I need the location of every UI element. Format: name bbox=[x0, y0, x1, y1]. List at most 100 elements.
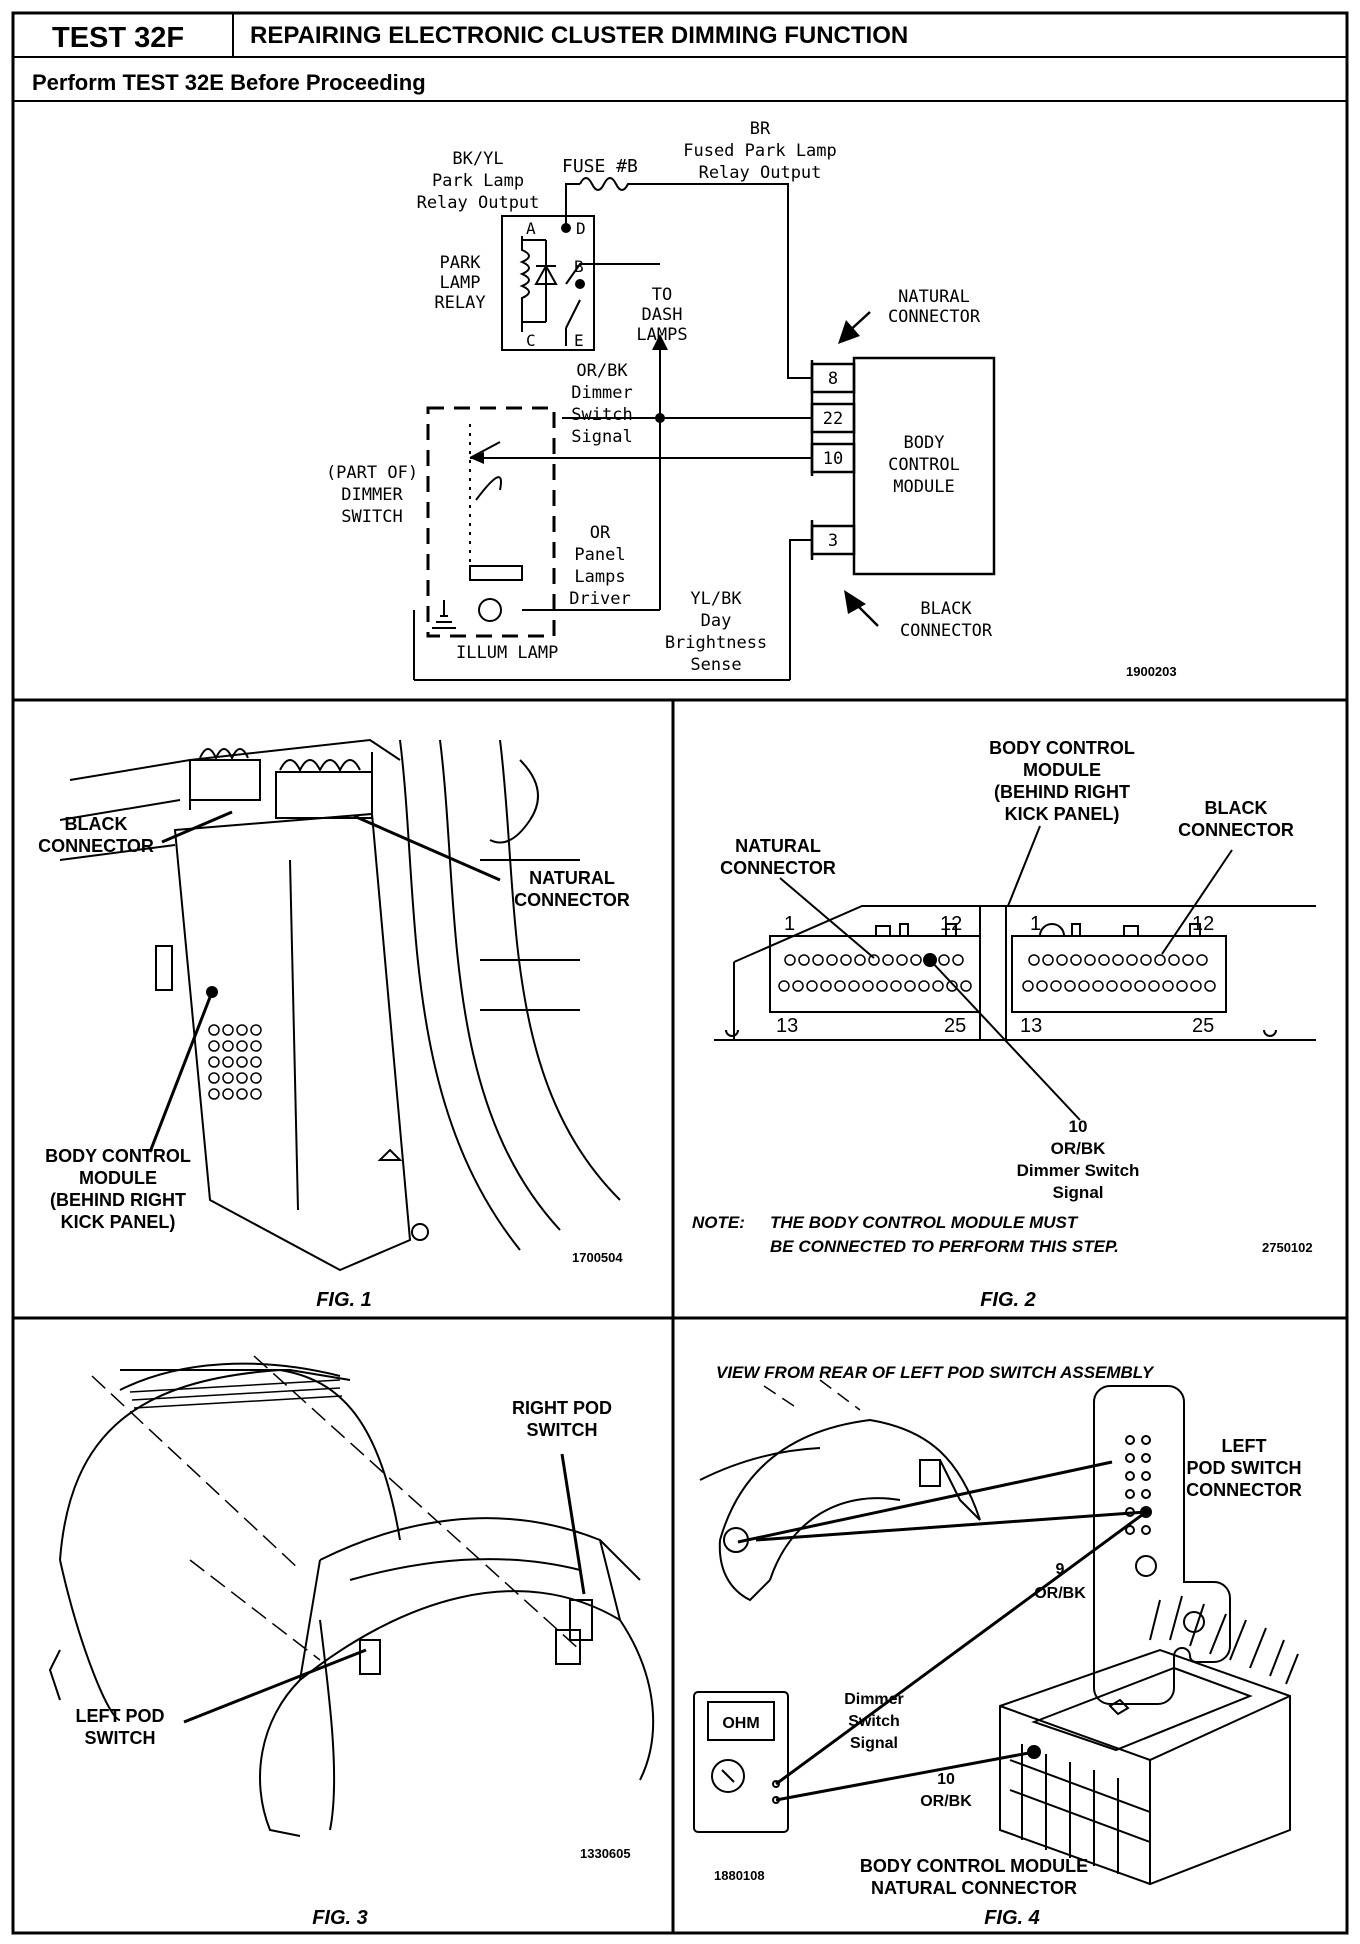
fig2-pin-number: 13 bbox=[1020, 1015, 1042, 1037]
body-control-module-block bbox=[810, 356, 996, 576]
dimmer-switch-label: (PART OF) bbox=[326, 463, 418, 483]
fig1-module-illustration bbox=[59, 738, 621, 1272]
bkyl-wire-label: BK/YL bbox=[452, 149, 503, 169]
fig2-black-connector-pins bbox=[1022, 954, 1216, 992]
relay-pin-e: E bbox=[574, 331, 584, 350]
wiring-schematic: FUSE #B BR Fused Park Lamp Relay Output … bbox=[326, 119, 1177, 681]
dash-lamps-label: TO bbox=[652, 285, 672, 305]
fig4-bcm-connector-illustration bbox=[999, 1595, 1299, 1886]
fig1-caption: FIG. 1 bbox=[316, 1289, 372, 1311]
fig1-bcm-label: KICK PANEL) bbox=[61, 1212, 176, 1232]
fig1-bcm-label: MODULE bbox=[79, 1168, 157, 1188]
fig2-natural-connector-label: CONNECTOR bbox=[720, 858, 836, 878]
relay-pin-b: B bbox=[574, 257, 584, 276]
br-wire-label: Fused Park Lamp bbox=[683, 141, 837, 161]
fig4-caption: FIG. 4 bbox=[984, 1907, 1040, 1929]
splice-dot bbox=[655, 413, 665, 423]
fig2-note-text: BE CONNECTED TO PERFORM THIS STEP. bbox=[770, 1237, 1119, 1256]
fig2-note-label: NOTE: bbox=[692, 1213, 745, 1232]
orbk-wire-label: Signal bbox=[571, 427, 632, 447]
natural-connector-label: NATURAL bbox=[898, 287, 970, 307]
dash-lamps-label: LAMPS bbox=[636, 325, 687, 345]
fig4-pin9-label: OR/BK bbox=[1034, 1585, 1086, 1602]
park-lamp-relay bbox=[501, 215, 595, 351]
fig4-left-pod-connector bbox=[1093, 1385, 1231, 1705]
fig1-bcm-label: (BEHIND RIGHT bbox=[50, 1190, 186, 1210]
relay-pin-a: A bbox=[526, 219, 536, 238]
fig2-pin-callout: Signal bbox=[1052, 1183, 1103, 1202]
test-id: TEST 32F bbox=[52, 22, 184, 54]
dash-lamps-label: DASH bbox=[642, 305, 683, 325]
fig3-left-pod-label: SWITCH bbox=[85, 1728, 156, 1748]
connector-pin-8: 8 bbox=[828, 369, 838, 389]
relay-label: RELAY bbox=[434, 293, 485, 313]
fig3-pod-assembly-illustration bbox=[48, 1362, 655, 1837]
fig4-dimmer-signal-label: Switch bbox=[848, 1713, 900, 1730]
orbk-wire-label: Switch bbox=[571, 405, 632, 425]
ylbk-wire-label: Day bbox=[701, 611, 732, 631]
fig4-left-pod-connector-label: POD SWITCH bbox=[1187, 1458, 1302, 1478]
page-frame bbox=[11, 11, 1349, 1935]
fig3-grille bbox=[129, 1379, 343, 1409]
black-connector-label: CONNECTOR bbox=[900, 621, 993, 641]
fig2-bcm-label: (BEHIND RIGHT bbox=[994, 782, 1130, 802]
fig4-left-pod-connector-label: CONNECTOR bbox=[1186, 1480, 1302, 1500]
relay-pin-c: C bbox=[526, 331, 536, 350]
or-wire-label: OR bbox=[590, 523, 611, 543]
connector-pin-3: 3 bbox=[828, 531, 838, 551]
ylbk-wire-label: YL/BK bbox=[690, 589, 742, 609]
br-wire-label: BR bbox=[750, 119, 771, 139]
fig2-pin-callout: Dimmer Switch bbox=[1017, 1161, 1140, 1180]
figure-code: 1900203 bbox=[1126, 664, 1177, 679]
natural-connector-label: CONNECTOR bbox=[888, 307, 981, 327]
fig2-pin-number: 12 bbox=[940, 913, 962, 935]
fig2-pin-callout: 10 bbox=[1069, 1117, 1088, 1136]
fig4-pin10-label: OR/BK bbox=[920, 1793, 972, 1810]
fig4-bcm-connector-label: NATURAL CONNECTOR bbox=[871, 1878, 1077, 1898]
dimmer-switch bbox=[426, 406, 556, 638]
fig1-black-connector-label: CONNECTOR bbox=[38, 836, 154, 856]
ylbk-wire-label: Brightness bbox=[665, 633, 767, 653]
fig4-ohmmeter-display: OHM bbox=[722, 1715, 759, 1732]
fig2-note-text: THE BODY CONTROL MODULE MUST bbox=[770, 1213, 1079, 1232]
fig2-pin-callout: OR/BK bbox=[1051, 1139, 1107, 1158]
orbk-wire-label: OR/BK bbox=[576, 361, 628, 381]
dash-lamps-arrow bbox=[652, 334, 668, 350]
fig4-leaders bbox=[737, 1460, 1147, 1802]
bcm-label: BODY bbox=[904, 433, 945, 453]
fig1-code: 1700504 bbox=[572, 1250, 623, 1265]
fig3-caption: FIG. 3 bbox=[312, 1907, 368, 1929]
fig2-caption: FIG. 2 bbox=[980, 1289, 1036, 1311]
fig2-pin-number: 25 bbox=[944, 1015, 966, 1037]
relay-label: PARK bbox=[440, 253, 482, 273]
fig1-bcm-label: BODY CONTROL bbox=[45, 1146, 191, 1166]
or-wire-label: Lamps bbox=[574, 567, 625, 587]
fig3-dashed-guides bbox=[91, 1355, 581, 1661]
fig4-pin9-label: 9 bbox=[1056, 1561, 1065, 1578]
ylbk-wire-label: Sense bbox=[690, 655, 741, 675]
orbk-wire-label: Dimmer bbox=[571, 383, 632, 403]
bcm-label: MODULE bbox=[893, 477, 954, 497]
fig2-pin-number: 13 bbox=[776, 1015, 798, 1037]
schematic-wires bbox=[413, 177, 812, 681]
fig4-pin10-label: 10 bbox=[937, 1771, 955, 1788]
bkyl-wire-label: Park Lamp bbox=[432, 171, 524, 191]
fig2-pin-number: 1 bbox=[1030, 913, 1041, 935]
br-wire-label: Relay Output bbox=[699, 163, 822, 183]
fig4-code: 1880108 bbox=[714, 1868, 765, 1883]
fig3-code: 1330605 bbox=[580, 1846, 631, 1861]
relay-pin-d: D bbox=[576, 219, 586, 238]
connector-pin-22: 22 bbox=[823, 409, 843, 429]
page-title: REPAIRING ELECTRONIC CLUSTER DIMMING FUN… bbox=[250, 22, 908, 49]
fig3-leaders bbox=[183, 1453, 586, 1724]
fuse-label: FUSE #B bbox=[562, 156, 638, 177]
fig3-right-pod-label: SWITCH bbox=[527, 1420, 598, 1440]
fig2-pin-number: 12 bbox=[1192, 913, 1214, 935]
fig4-dashed-guides bbox=[763, 1379, 861, 1411]
fig2-bcm-label: BODY CONTROL bbox=[989, 738, 1135, 758]
fig2-bcm-label: KICK PANEL) bbox=[1005, 804, 1120, 824]
fig2-natural-connector-pins bbox=[778, 954, 972, 992]
fig2-connector-illustration bbox=[714, 905, 1316, 1041]
fig1-black-connector-label: BLACK bbox=[65, 814, 128, 834]
